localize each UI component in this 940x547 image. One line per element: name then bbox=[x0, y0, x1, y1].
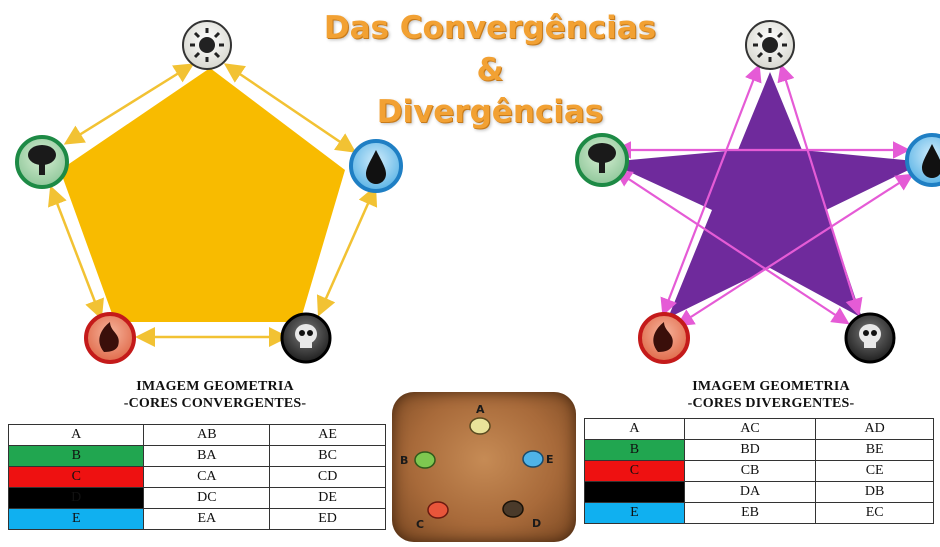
wheel-label-c: C bbox=[416, 518, 424, 531]
row-color-cell: B bbox=[7, 445, 145, 467]
convergent-caption-line1: IMAGEM GEOMETRIA bbox=[136, 379, 294, 394]
wheel-orb-e bbox=[522, 450, 544, 468]
row-color-cell: D bbox=[7, 487, 145, 509]
pair-cell: CD bbox=[269, 466, 386, 488]
convergent-arrows bbox=[48, 63, 378, 347]
divergent-caption: IMAGEM GEOMETRIA -CORES DIVERGENTES- bbox=[646, 378, 896, 412]
color-wheel-panel: A B E C D bbox=[392, 392, 576, 542]
pair-cell: DC bbox=[143, 487, 271, 509]
row-color-cell: E bbox=[7, 508, 145, 530]
divergent-blue-water-drop-icon bbox=[905, 133, 940, 187]
pair-cell: DB bbox=[815, 481, 934, 503]
pair-cell: BE bbox=[815, 439, 934, 461]
row-color-cell: C bbox=[7, 466, 145, 488]
pair-cell: AD bbox=[815, 418, 934, 440]
title-ampersand: & bbox=[476, 52, 504, 88]
pair-cell: CA bbox=[143, 466, 271, 488]
divergent-green-tree-icon bbox=[575, 133, 629, 187]
divergent-white-sun-icon bbox=[745, 20, 795, 70]
pair-cell: EA bbox=[143, 508, 271, 530]
convergent-green-tree-icon bbox=[15, 135, 69, 189]
pair-cell: ED bbox=[269, 508, 386, 530]
pair-cell: BC bbox=[269, 445, 386, 467]
divergent-arrows bbox=[613, 63, 914, 327]
row-color-cell: B bbox=[584, 439, 685, 461]
wheel-orb-d bbox=[502, 500, 524, 518]
convergent-white-sun-icon bbox=[182, 20, 232, 70]
convergent-blue-water-drop-icon bbox=[349, 139, 403, 193]
convergent-pentagon bbox=[60, 68, 345, 322]
row-color-cell: A bbox=[7, 424, 145, 446]
wheel-orb-c bbox=[427, 501, 449, 519]
title-line-1: Das Convergências bbox=[323, 10, 657, 46]
divergent-caption-line1: IMAGEM GEOMETRIA bbox=[692, 379, 850, 394]
convergent-caption-line2: -CORES CONVERGENTES- bbox=[123, 396, 307, 411]
color-wheel-svg: A B E C D bbox=[400, 403, 554, 531]
pair-cell: CE bbox=[815, 460, 934, 482]
pair-cell: EC bbox=[815, 502, 934, 524]
row-color-cell: C bbox=[584, 460, 685, 482]
pair-cell: DE bbox=[269, 487, 386, 509]
divergent-star bbox=[608, 72, 925, 318]
row-color-cell bbox=[584, 481, 685, 503]
convergent-caption: IMAGEM GEOMETRIA -CORES CONVERGENTES- bbox=[90, 378, 340, 412]
wheel-label-d: D bbox=[532, 517, 541, 530]
wheel-label-a: A bbox=[476, 403, 485, 416]
pair-cell: BA bbox=[143, 445, 271, 467]
convergent-black-skull-icon bbox=[280, 312, 332, 364]
wheel-orb-a bbox=[469, 417, 491, 435]
wheel-label-e: E bbox=[546, 453, 554, 466]
divergent-black-skull-icon bbox=[844, 312, 896, 364]
pair-cell: BD bbox=[683, 439, 817, 461]
convergent-red-fire-icon bbox=[84, 312, 136, 364]
pair-cell: CB bbox=[683, 460, 817, 482]
title-line-2: Divergências bbox=[376, 94, 604, 130]
divergent-caption-line2: -CORES DIVERGENTES- bbox=[687, 396, 855, 411]
wheel-orb-b bbox=[414, 451, 436, 469]
row-color-cell: E bbox=[584, 502, 685, 524]
pair-cell: DA bbox=[683, 481, 817, 503]
pair-cell: AE bbox=[269, 424, 386, 446]
wheel-label-b: B bbox=[400, 454, 408, 467]
divergent-red-fire-icon bbox=[638, 312, 690, 364]
pair-cell: AC bbox=[683, 418, 817, 440]
diagrams-canvas bbox=[15, 20, 940, 364]
pair-cell: AB bbox=[143, 424, 271, 446]
pair-cell: EB bbox=[683, 502, 817, 524]
row-color-cell: A bbox=[584, 418, 685, 440]
